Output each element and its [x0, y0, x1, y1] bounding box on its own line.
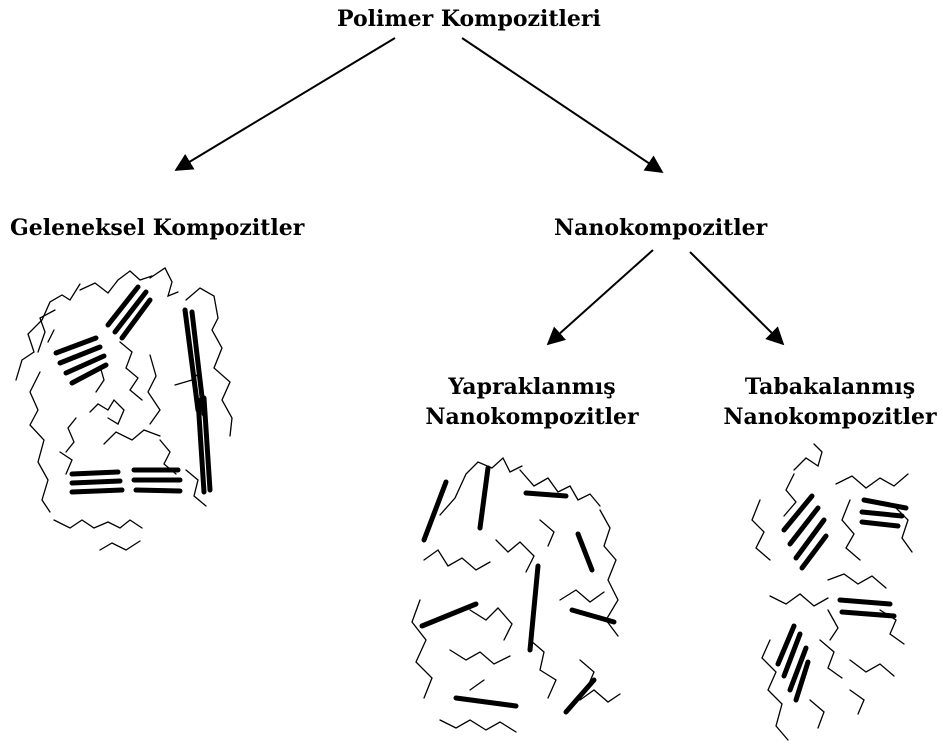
root-label: Polimer Kompozitleri	[337, 4, 601, 34]
intercalated-label-line1: Tabakalanmış	[720, 372, 940, 402]
exfoliated-nanocomposites-label: Yapraklanmış Nanokompozitler	[420, 372, 644, 432]
conventional-composites-label: Geleneksel Kompozitler	[10, 213, 304, 243]
arrow-nano-to-intercalated	[690, 252, 783, 344]
intercalated-nanocomposite-illustration	[752, 444, 912, 740]
arrow-nano-to-exfoliated	[548, 250, 653, 344]
exfoliated-label-line2: Nanokompozitler	[420, 402, 644, 432]
conventional-composite-illustration	[16, 268, 232, 550]
arrow-root-to-conventional	[176, 38, 395, 170]
arrow-root-to-nano	[462, 38, 662, 172]
exfoliated-label-line1: Yapraklanmış	[420, 372, 644, 402]
intercalated-nanocomposites-label: Tabakalanmış Nanokompozitler	[720, 372, 940, 432]
exfoliated-nanocomposite-illustration	[412, 458, 620, 732]
intercalated-label-line2: Nanokompozitler	[720, 402, 940, 432]
nanocomposites-label: Nanokompozitler	[554, 213, 767, 243]
